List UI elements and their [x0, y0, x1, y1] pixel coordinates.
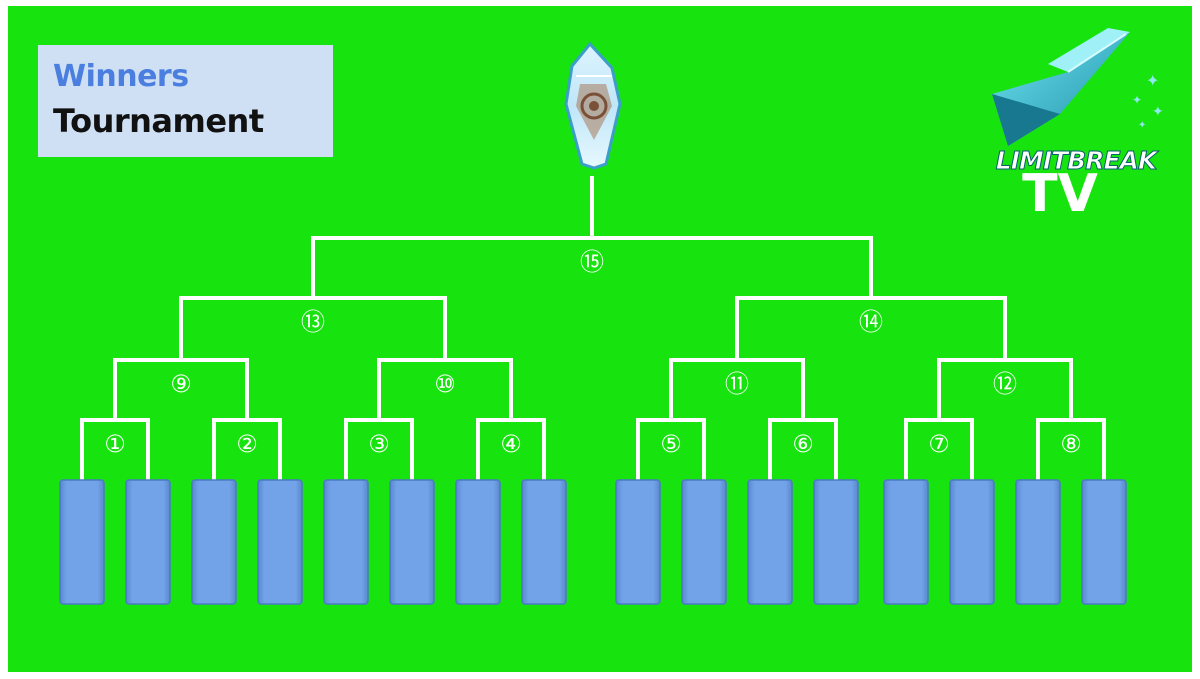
match-number: ⑭: [859, 308, 883, 336]
svg-text:✦: ✦: [1132, 93, 1142, 107]
player-slot[interactable]: [747, 479, 793, 605]
match-number: ⑬: [301, 308, 325, 336]
crystal-comet-icon: ✦ ✦ ✦ ✦: [992, 28, 1164, 146]
svg-text:✦: ✦: [1146, 71, 1159, 90]
match-number: ⑮: [580, 248, 604, 276]
player-slot[interactable]: [389, 479, 435, 605]
crystal-trophy-icon: [564, 41, 622, 170]
player-slot[interactable]: [125, 479, 171, 605]
svg-text:✦: ✦: [1152, 104, 1164, 120]
match-number: ②: [236, 430, 258, 458]
tournament-bracket: ① ② ③ ④ ⑤ ⑥ ⑦ ⑧ ⑨ ⑩ ⑪ ⑫ ⑬ ⑭ ⑮ ✦ ✦ ✦ ✦: [59, 28, 1164, 605]
match-number: ⑥: [792, 430, 814, 458]
player-slot[interactable]: [521, 479, 567, 605]
player-slot[interactable]: [615, 479, 661, 605]
title-tournament: Tournament: [53, 102, 264, 140]
match-number: ⑦: [928, 430, 950, 458]
player-slot[interactable]: [681, 479, 727, 605]
player-slot[interactable]: [949, 479, 995, 605]
player-slot[interactable]: [59, 479, 105, 605]
match-number: ⑫: [993, 370, 1017, 398]
match-number: ⑩: [434, 370, 456, 398]
match-number: ⑪: [725, 370, 749, 398]
match-number: ⑧: [1060, 430, 1082, 458]
match-number: ⑤: [660, 430, 682, 458]
svg-text:✦: ✦: [1138, 120, 1146, 131]
player-slot[interactable]: [813, 479, 859, 605]
player-slot[interactable]: [883, 479, 929, 605]
player-slot[interactable]: [191, 479, 237, 605]
player-slot[interactable]: [1081, 479, 1127, 605]
match-number: ④: [500, 430, 522, 458]
player-slot[interactable]: [257, 479, 303, 605]
logo-wordmark: LIMITBREAK: [995, 146, 1158, 176]
match-number: ①: [104, 430, 126, 458]
player-slot[interactable]: [455, 479, 501, 605]
title-panel: Winners Tournament: [38, 45, 333, 157]
player-slot[interactable]: [1015, 479, 1061, 605]
logo-tv: TV: [1022, 164, 1098, 224]
bracket-canvas: Winners Tournament ① ② ③ ④ ⑤ ⑥ ⑦ ⑧ ⑨ ⑩ ⑪ ⑫ ⑬ ⑭ ⑮: [8, 6, 1192, 672]
match-number: ⑨: [170, 370, 192, 398]
player-slot[interactable]: [323, 479, 369, 605]
title-winners: Winners: [53, 59, 189, 94]
match-number: ③: [368, 430, 390, 458]
